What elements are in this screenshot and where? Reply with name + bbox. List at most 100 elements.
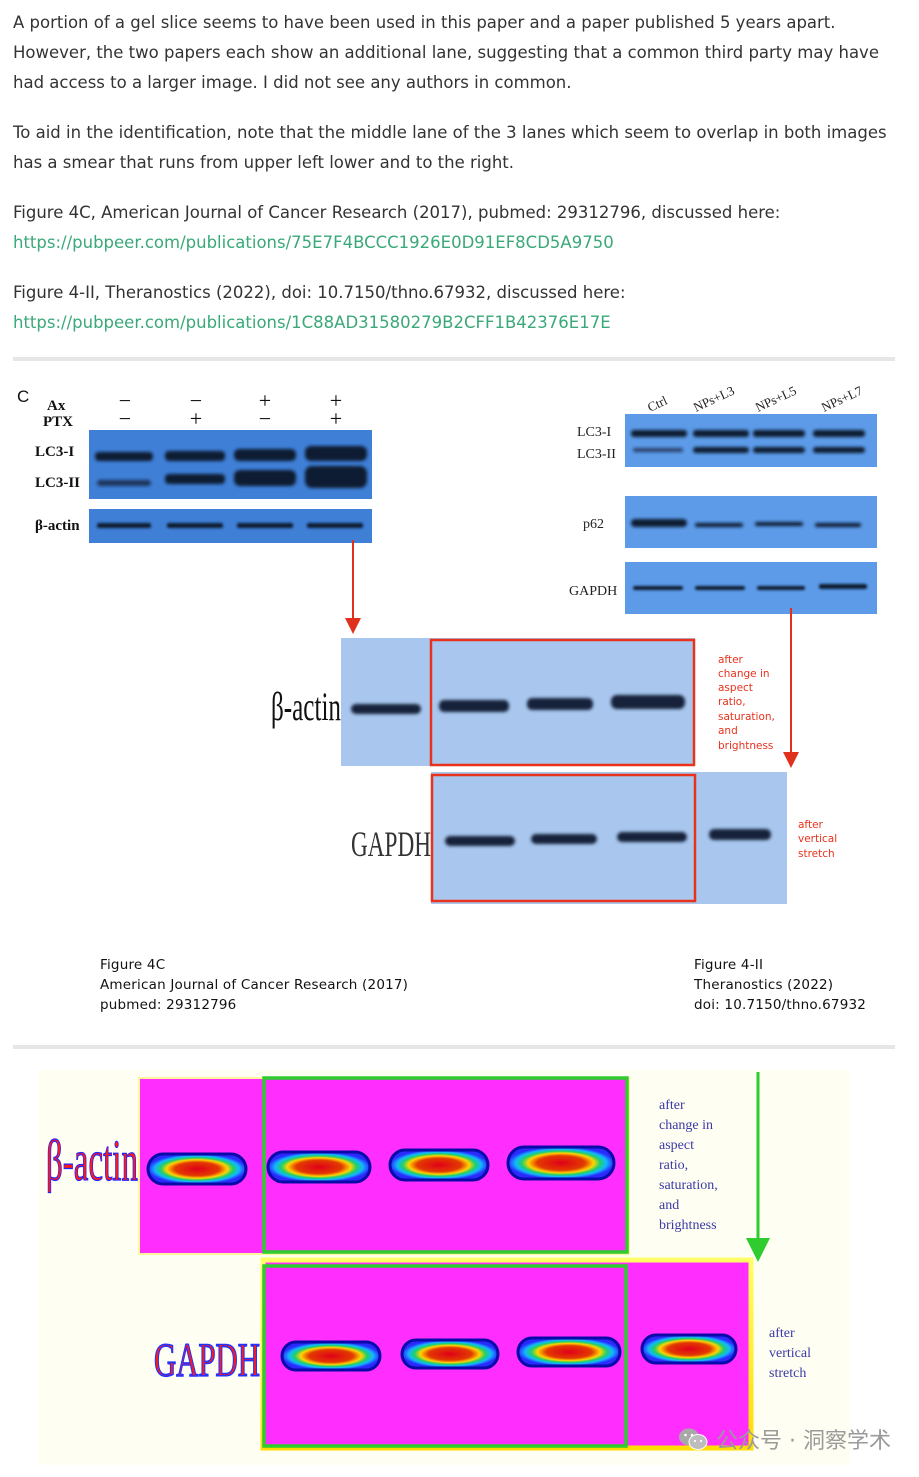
note-top-line-2: change in	[718, 668, 770, 680]
band	[97, 523, 151, 528]
fc-note-top-line-6: and	[659, 1198, 679, 1213]
band	[693, 447, 749, 453]
heat-band	[388, 1148, 490, 1182]
fc-note-top-line-5: saturation,	[659, 1178, 718, 1193]
caption-right-line-1: Figure 4-II	[694, 957, 764, 973]
reference-1-text: Figure 4C, American Journal of Cancer Re…	[13, 203, 781, 222]
band	[633, 448, 683, 452]
note-bottom-line-1: after	[798, 819, 824, 831]
zoom-label-gapdh: GAPDH	[351, 824, 431, 864]
lane-label-l7: NPs+L7	[819, 383, 865, 415]
fc-note-bottom-line-1: after	[769, 1326, 795, 1341]
left-label-lc3-ii: LC3-II	[35, 475, 80, 491]
band	[95, 452, 153, 461]
fc-note-bottom-line-2: vertical	[769, 1346, 811, 1361]
band	[755, 522, 803, 526]
reference-2: Figure 4-II, Theranostics (2022), doi: 1…	[13, 278, 893, 338]
band	[693, 430, 749, 437]
caption-left-line-2: American Journal of Cancer Research (201…	[100, 977, 409, 993]
reference-2-link[interactable]: https://pubpeer.com/publications/1C88AD3…	[13, 313, 611, 332]
band	[709, 829, 771, 840]
band	[611, 695, 685, 709]
band	[695, 586, 745, 590]
lane-label-ctrl: Ctrl	[645, 392, 670, 414]
caption-left-line-3: pubmed: 29312796	[100, 997, 237, 1013]
lane-label-l5: NPs+L5	[753, 383, 799, 415]
band	[815, 523, 861, 527]
note-top-line-1: after	[718, 654, 744, 666]
wechat-icon	[678, 1427, 708, 1451]
ax-sign-1: −	[119, 388, 131, 413]
reference-2-text: Figure 4-II, Theranostics (2022), doi: 1…	[13, 283, 626, 302]
figure-1-graphic: C Ax PTX − − + + − + − + LC3-I LC3-II	[17, 383, 877, 904]
ax-sign-2: −	[190, 388, 202, 413]
reference-1-link[interactable]: https://pubpeer.com/publications/75E7F4B…	[13, 233, 614, 252]
band	[753, 447, 805, 453]
band	[813, 430, 865, 437]
ptx-sign-4: +	[330, 406, 342, 431]
heat-band	[506, 1145, 616, 1181]
right-lc3-blot	[625, 414, 877, 467]
figure-2-false-color: β-actin after change in aspect ratio, sa…	[38, 1070, 850, 1465]
post-paragraph-2: To aid in the identification, note that …	[13, 123, 887, 172]
note-bottom-line-3: stretch	[798, 848, 835, 860]
ptx-sign-3: −	[259, 406, 271, 431]
fc-note-top-line-7: brightness	[659, 1218, 717, 1233]
band	[351, 704, 421, 714]
ax-sign-3: +	[259, 388, 271, 413]
caption-left: Figure 4C American Journal of Cancer Res…	[100, 955, 408, 1015]
band	[305, 466, 367, 488]
caption-right-line-3: doi: 10.7150/thno.67932	[694, 997, 867, 1013]
divider-2	[13, 1045, 895, 1049]
band	[305, 446, 367, 461]
heat-band	[516, 1336, 622, 1368]
note-top-line-5: saturation,	[718, 711, 775, 723]
band	[439, 700, 509, 712]
band	[753, 430, 805, 437]
right-label-lc3-i: LC3-I	[577, 425, 612, 440]
band	[167, 523, 223, 528]
heat-band	[266, 1150, 372, 1184]
reference-1: Figure 4C, American Journal of Cancer Re…	[13, 198, 893, 258]
band	[445, 836, 515, 846]
panel-letter: C	[17, 387, 29, 406]
fc-note-top-line-4: ratio,	[659, 1158, 688, 1173]
note-top-line-6: and	[718, 725, 738, 737]
fc-note-bottom-line-3: stretch	[769, 1366, 806, 1381]
band	[237, 523, 293, 528]
band	[97, 480, 151, 486]
green-box-gapdh	[262, 1264, 628, 1448]
fc-note-top-line-2: change in	[659, 1118, 713, 1133]
row-label-ptx: PTX	[43, 414, 73, 430]
left-label-actin: β-actin	[35, 518, 80, 534]
left-lc3-blot	[89, 430, 372, 499]
zoom-label-actin: β-actin	[271, 684, 341, 729]
post-paragraph-1: A portion of a gel slice seems to have b…	[13, 13, 879, 92]
right-label-lc3-ii: LC3-II	[577, 447, 616, 462]
right-label-p62: p62	[583, 517, 604, 532]
band	[531, 834, 597, 844]
band	[617, 832, 687, 842]
ptx-sign-2: +	[190, 406, 202, 431]
band	[234, 449, 296, 461]
lane-label-l3: NPs+L3	[691, 383, 737, 415]
band	[819, 584, 867, 589]
note-top-line-7: brightness	[718, 740, 773, 752]
red-box-gapdh	[430, 773, 697, 903]
band	[695, 523, 743, 527]
heat-band	[640, 1333, 738, 1365]
row-label-ax: Ax	[47, 398, 66, 414]
band	[631, 430, 687, 437]
band	[165, 451, 225, 461]
fc-note-top-line-1: after	[659, 1098, 685, 1113]
divider-1	[13, 357, 895, 361]
note-top-line-3: aspect	[718, 682, 753, 694]
heat-band	[280, 1340, 382, 1372]
watermark-text: 公众号 · 洞察学术	[716, 1429, 891, 1454]
watermark: 公众号 · 洞察学术	[678, 1423, 891, 1455]
fc-note-top-line-3: aspect	[659, 1138, 694, 1153]
figure-1-comparison: C Ax PTX − − + + − + − + LC3-I LC3-II	[13, 370, 895, 1040]
note-bottom-line-2: vertical	[798, 833, 837, 845]
band	[813, 447, 865, 453]
figure-2-graphic: β-actin after change in aspect ratio, sa…	[45, 1072, 811, 1451]
